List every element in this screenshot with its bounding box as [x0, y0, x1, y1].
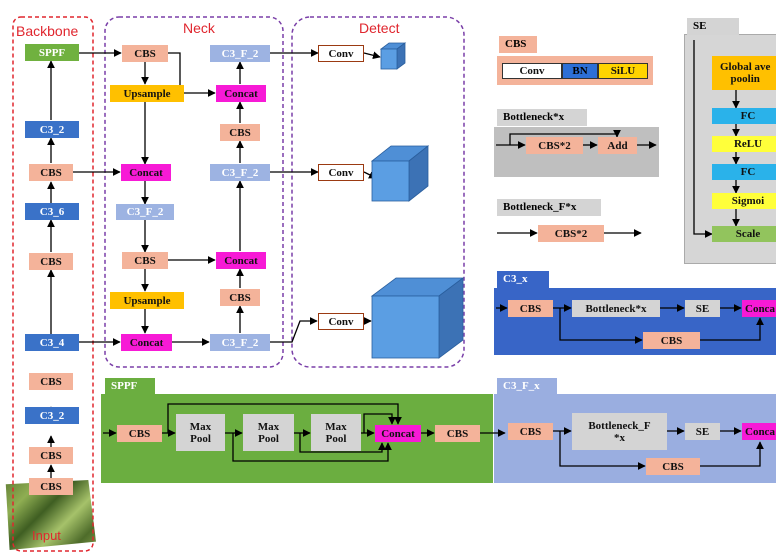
bottleneck-x-add: Add [598, 137, 637, 154]
c3fx-cbs: CBS [508, 423, 553, 440]
detect-conv-1: Conv [318, 45, 364, 62]
detect-conv-2: Conv [318, 164, 364, 181]
c3fx-bottleneck-f: Bottleneck_F *x [572, 413, 667, 450]
backbone-title: Backbone [16, 23, 79, 39]
sppf-maxpool-2: Max Pool [243, 414, 294, 451]
backbone-sppf: SPPF [25, 44, 79, 61]
c3x-bottleneck: Bottleneck*x [572, 300, 660, 317]
neck-upsample-2: Upsample [110, 292, 184, 309]
c3x-se: SE [685, 300, 720, 317]
bottleneck-x-title: Bottleneck*x [497, 109, 587, 126]
neck-upsample-1: Upsample [110, 85, 184, 102]
backbone-c3-4: C3_4 [25, 334, 79, 351]
sppf-cbs-in: CBS [117, 425, 162, 442]
backbone-dashed-region [12, 16, 94, 552]
c3x-cbs: CBS [508, 300, 553, 317]
c3x-cbs-bottom: CBS [643, 332, 700, 349]
backbone-cbs-b: CBS [29, 253, 73, 270]
neck-dashed-region [104, 16, 284, 368]
neck-c3f-2-right-mid: C3_F_2 [210, 164, 270, 181]
neck-concat-4: Concat [216, 85, 266, 102]
neck-concat-1: Concat [121, 164, 171, 181]
sppf-cbs-out: CBS [435, 425, 480, 442]
backbone-cbs-c: CBS [29, 373, 73, 390]
sppf-maxpool-1: Max Pool [176, 414, 225, 451]
neck-c3f-2-bottom: C3_F_2 [210, 334, 270, 351]
se-global-avg-pooling: Global ave poolin [712, 56, 776, 90]
cbs-legend-conv: Conv [502, 63, 562, 79]
backbone-c3-2-bottom: C3_2 [25, 407, 79, 424]
backbone-cbs-a: CBS [29, 164, 73, 181]
se-sigmoid: Sigmoi [712, 193, 776, 209]
backbone-cbs-d: CBS [29, 447, 73, 464]
bottleneck-x-cbs2: CBS*2 [526, 137, 583, 154]
c3fx-se: SE [685, 423, 720, 440]
bottleneck-f-x-title: Bottleneck_F*x [497, 199, 601, 216]
sppf-maxpool-3: Max Pool [311, 414, 361, 451]
cbs-legend-title: CBS [499, 36, 537, 53]
detect-conv-3: Conv [318, 313, 364, 330]
detect-title: Detect [359, 20, 400, 36]
se-title: SE [687, 18, 739, 35]
neck-cbs-top: CBS [122, 45, 168, 62]
backbone-c3-2-top: C3_2 [25, 121, 79, 138]
neck-concat-2: Concat [121, 334, 172, 351]
neck-cbs-up-1: CBS [220, 289, 260, 306]
backbone-cbs-e: CBS [29, 478, 73, 495]
c3fx-cbs-bottom: CBS [646, 458, 700, 475]
detect-cube-medium [370, 145, 430, 202]
sppf-panel [101, 394, 493, 483]
neck-concat-3: Concat [216, 252, 266, 269]
se-scale: Scale [712, 226, 776, 242]
input-label: Input [32, 528, 61, 543]
detect-cube-large [370, 277, 465, 359]
neck-cbs-up-2: CBS [220, 124, 260, 141]
se-fc-2: FC [712, 164, 776, 180]
cbs-legend-bn: BN [562, 63, 598, 79]
detect-dashed-region [291, 16, 465, 368]
se-relu: ReLU [712, 136, 776, 152]
sppf-concat: Concat [375, 425, 421, 442]
c3fx-title: C3_F_x [497, 378, 557, 395]
se-fc-1: FC [712, 108, 776, 124]
neck-title: Neck [183, 20, 215, 36]
c3fx-concat: Conca [742, 423, 776, 440]
c3x-concat: Conca [742, 300, 776, 317]
sppf-title: SPPF [105, 378, 155, 395]
c3x-title: C3_x [497, 271, 549, 288]
backbone-c3-6: C3_6 [25, 203, 79, 220]
cbs-legend-silu: SiLU [598, 63, 648, 79]
bottleneck-f-x-cbs2: CBS*2 [538, 225, 604, 242]
detect-cube-small [379, 42, 407, 70]
neck-c3f-2-top: C3_F_2 [210, 45, 270, 62]
neck-cbs-mid: CBS [122, 252, 168, 269]
neck-c3f-2-mid: C3_F_2 [116, 204, 174, 220]
